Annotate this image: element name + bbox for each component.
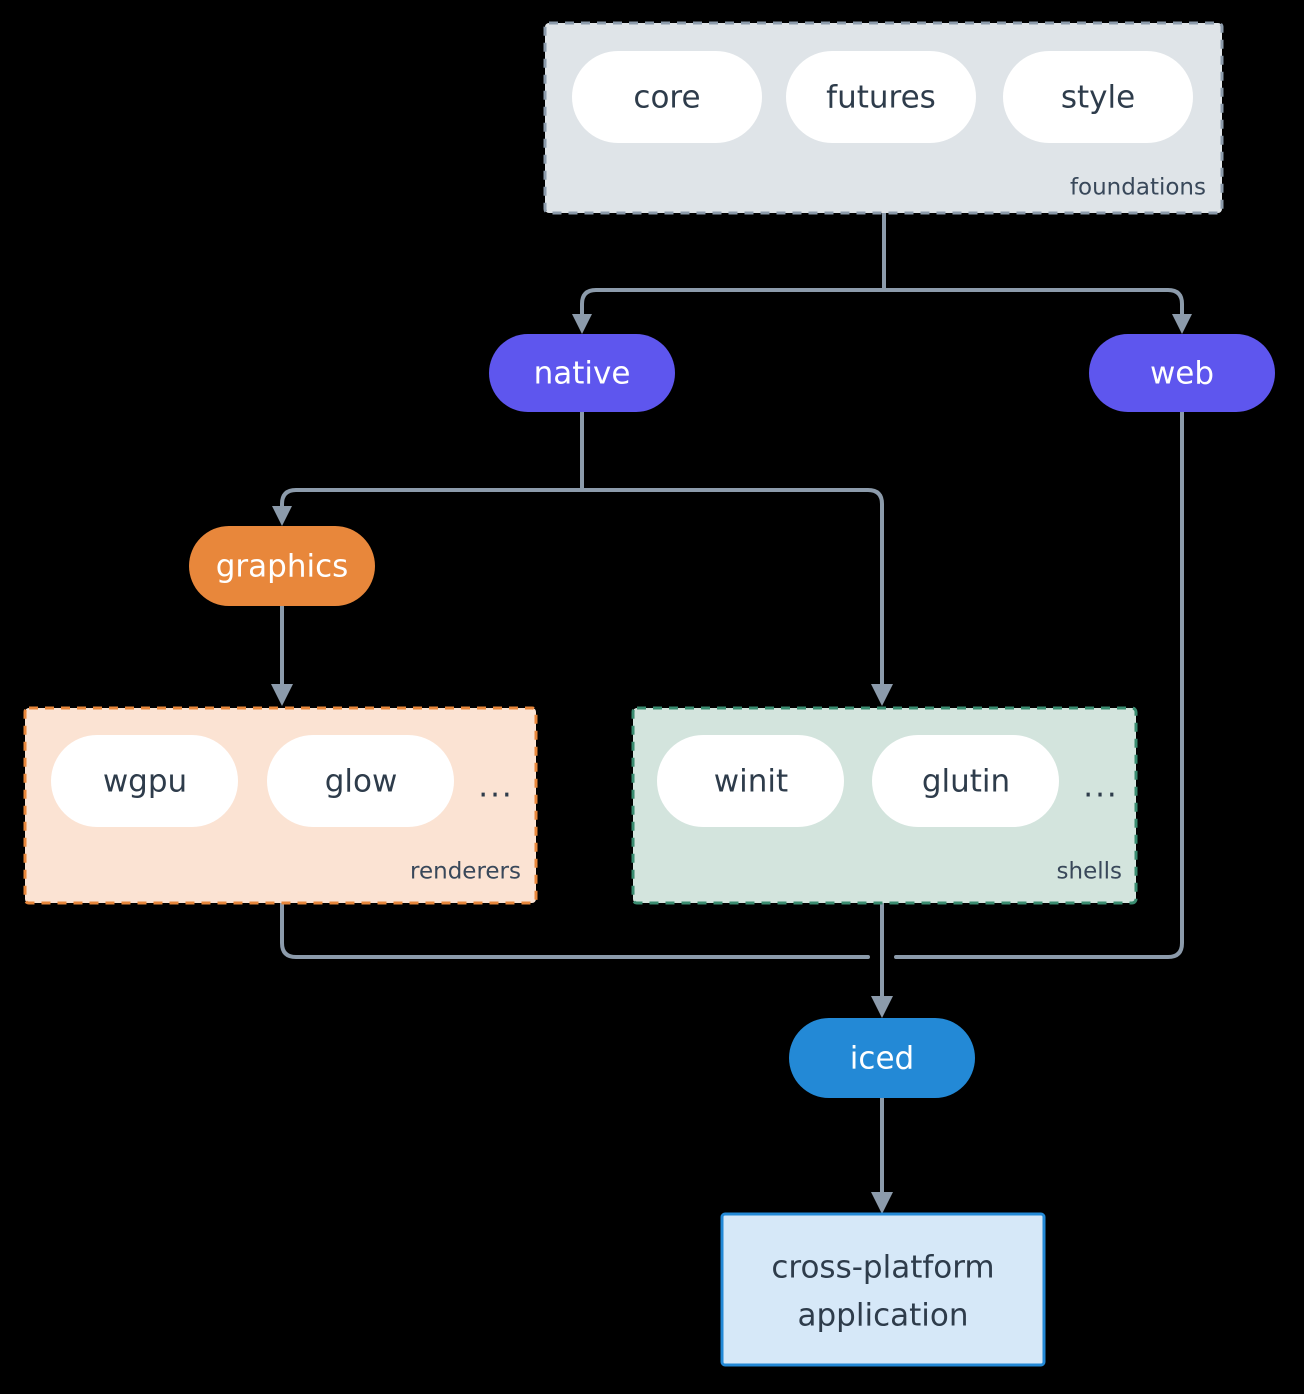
application-label-line1: cross-platform — [771, 1250, 994, 1286]
node-application[interactable]: cross-platform application — [720, 1212, 1046, 1367]
foundations-item-style-label: style — [1061, 80, 1135, 116]
arrowhead-to-renderers — [271, 684, 293, 706]
foundations-item-futures-pill[interactable] — [786, 51, 976, 143]
graphics-pill[interactable] — [189, 526, 375, 606]
shells-item-winit-pill[interactable] — [657, 735, 844, 827]
shells-item-glutin-label: glutin — [922, 764, 1010, 800]
group-shells: winit glutin ... shells — [631, 706, 1138, 905]
renderers-group-label: renderers — [410, 859, 521, 885]
arrowhead-to-shells — [871, 684, 893, 706]
shells-group-label: shells — [1057, 859, 1122, 885]
foundations-item-style-pill[interactable] — [1003, 51, 1193, 143]
foundations-group-label: foundations — [1070, 175, 1206, 201]
edge-layer — [271, 211, 1192, 1214]
shells-item-winit-label: winit — [714, 764, 788, 800]
edge-native-split — [280, 410, 884, 688]
edge-merge-to-iced — [280, 410, 1184, 1002]
native-pill[interactable] — [489, 334, 675, 412]
node-web[interactable]: web — [1089, 334, 1275, 412]
arrowhead-to-graphics — [272, 506, 292, 526]
arrowhead-to-web — [1172, 314, 1192, 334]
node-iced[interactable]: iced — [789, 1018, 975, 1098]
arrowhead-to-iced — [871, 996, 893, 1018]
node-graphics[interactable]: graphics — [189, 526, 375, 606]
iced-label: iced — [850, 1041, 914, 1077]
web-pill[interactable] — [1089, 334, 1275, 412]
application-label-line2: application — [798, 1298, 969, 1334]
foundations-item-core-label: core — [633, 80, 700, 116]
renderers-item-glow-pill[interactable] — [267, 735, 454, 827]
renderers-ellipsis: ... — [478, 769, 514, 805]
shells-ellipsis: ... — [1083, 769, 1119, 805]
iced-pill[interactable] — [789, 1018, 975, 1098]
group-foundations: core futures style foundations — [543, 21, 1224, 215]
foundations-item-core-pill[interactable] — [572, 51, 762, 143]
arrowhead-to-native — [572, 314, 592, 334]
edge-foundations-split — [580, 211, 1184, 320]
foundations-item-futures-label: futures — [826, 80, 936, 116]
group-renderers: wgpu glow ... renderers — [23, 706, 538, 905]
renderers-item-wgpu-pill[interactable] — [51, 735, 238, 827]
arrowhead-to-application — [871, 1192, 893, 1214]
node-native[interactable]: native — [489, 334, 675, 412]
web-label: web — [1150, 356, 1214, 392]
renderers-item-glow-label: glow — [325, 764, 398, 800]
native-label: native — [534, 356, 631, 392]
application-box[interactable] — [720, 1212, 1046, 1367]
graphics-label: graphics — [216, 549, 349, 585]
renderers-item-wgpu-label: wgpu — [103, 764, 187, 800]
shells-item-glutin-pill[interactable] — [872, 735, 1059, 827]
